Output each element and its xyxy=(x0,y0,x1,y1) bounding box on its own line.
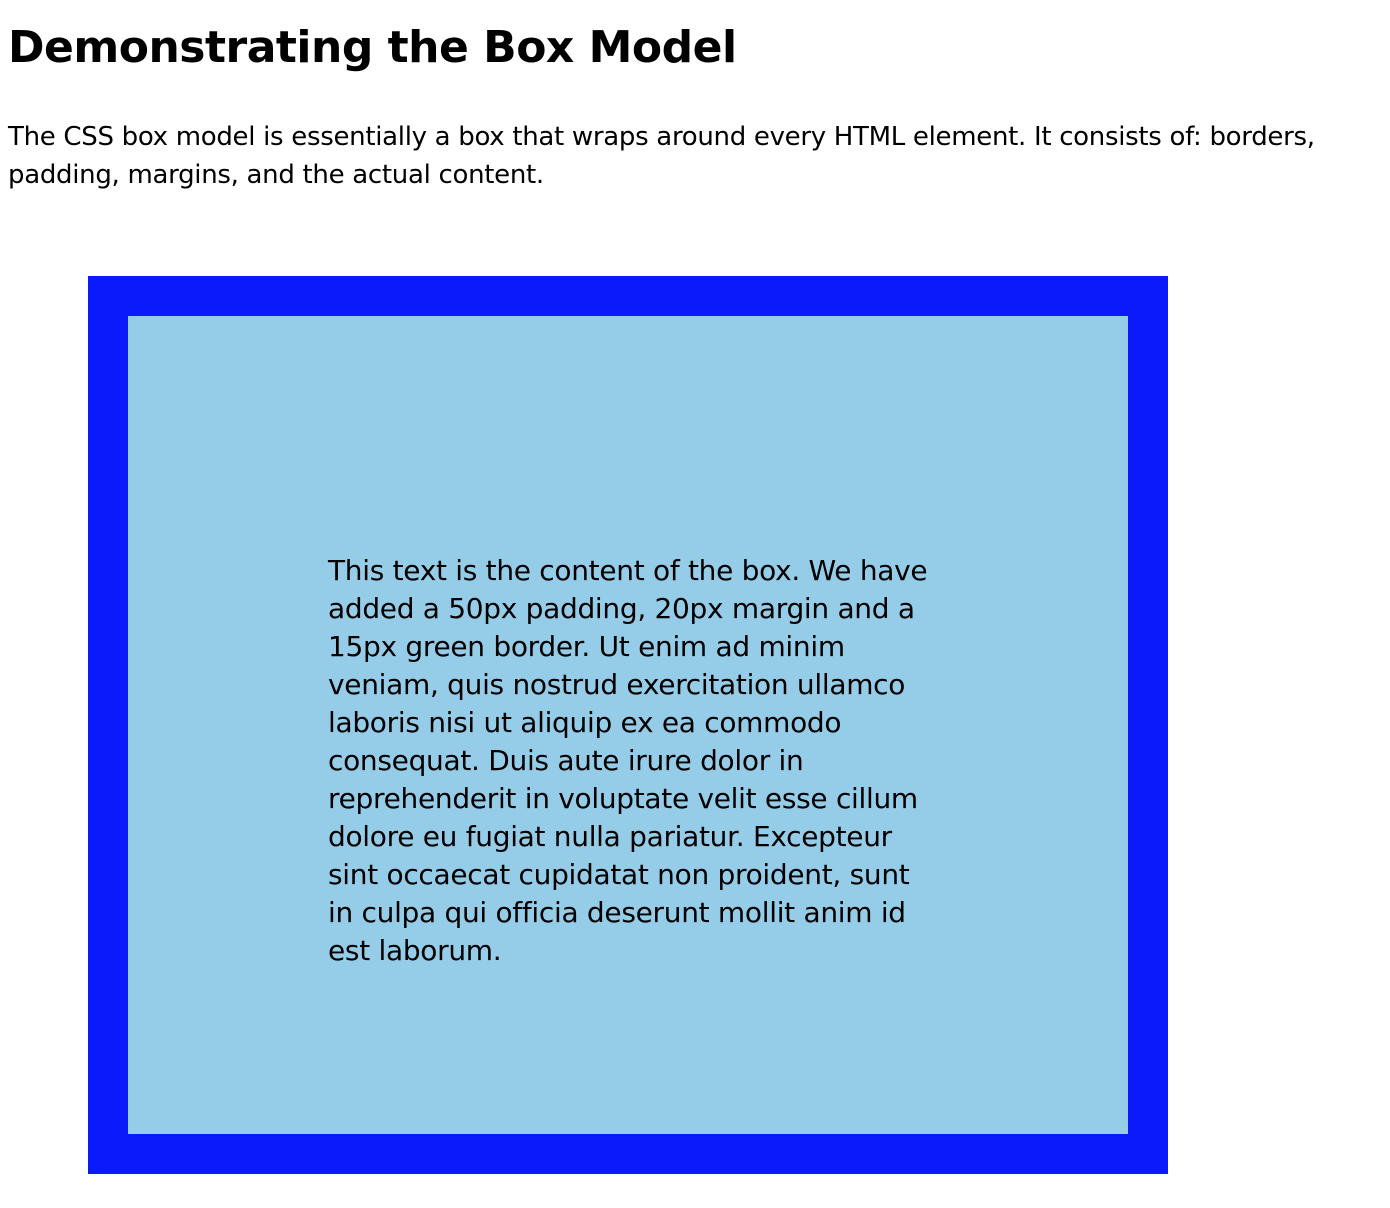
page-title: Demonstrating the Box Model xyxy=(8,22,737,73)
box-model-padding-area: This text is the content of the box. We … xyxy=(128,316,1128,1134)
box-content-text: This text is the content of the box. We … xyxy=(328,554,928,967)
intro-paragraph: The CSS box model is essentially a box t… xyxy=(8,122,1315,190)
box-model-border: This text is the content of the box. We … xyxy=(88,276,1168,1174)
